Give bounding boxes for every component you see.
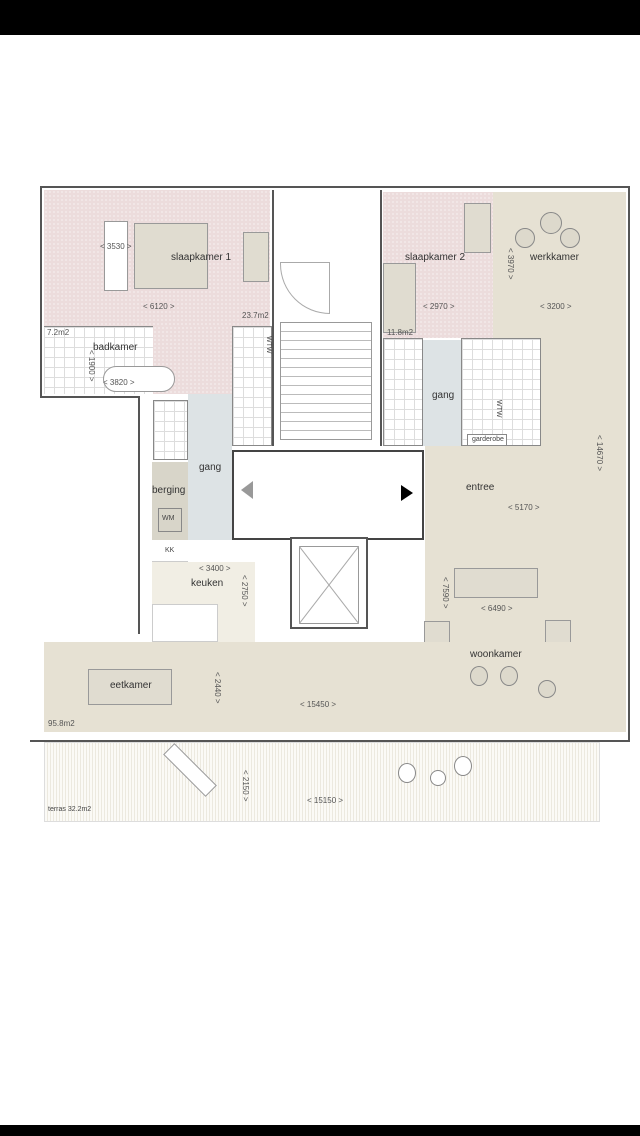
bathtub [103, 366, 175, 392]
label-berging: berging [152, 485, 186, 496]
label-terras: terras 32.2m2 [48, 806, 92, 813]
room-gang-left [188, 394, 232, 540]
dim-woonkamer-width: < 6490 > [481, 604, 513, 613]
bottom-bar [0, 1125, 640, 1136]
area-slaapkamer-2: 11.8m2 [387, 328, 414, 337]
label-gang-right: gang [432, 390, 455, 401]
room-gang-right [423, 340, 461, 446]
kitchen-counter [152, 604, 218, 642]
chair [454, 756, 472, 776]
label-woonkamer: woonkamer [470, 649, 522, 660]
sofa [104, 221, 128, 291]
label-entree: entree [466, 482, 495, 493]
side-table [430, 770, 446, 786]
dim-keuken-width: < 3400 > [199, 564, 231, 573]
dim-badkamer-depth: < 1900 > [87, 350, 96, 382]
label-slaapkamer-2: slaapkamer 2 [405, 252, 466, 263]
outer-wall-top [40, 186, 630, 188]
bathroom-right [461, 338, 541, 446]
garderobe [467, 434, 507, 446]
room-kk [152, 540, 188, 562]
chair [470, 666, 488, 686]
landing [232, 450, 424, 540]
dim-eetkamer-depth: < 2440 > [213, 672, 222, 704]
desk-2 [464, 203, 491, 253]
dim-woonkamer-depth: < 7590 > [441, 577, 450, 609]
side-table [538, 680, 556, 698]
room-terras [44, 742, 600, 822]
room-slaapkamer-1-ext [153, 326, 232, 394]
table-werkkamer [540, 212, 562, 234]
wtw-right: WTW [495, 400, 502, 418]
room-entree-woonkamer [425, 446, 626, 646]
lift-cross-icon [299, 546, 359, 624]
triangle-up-icon [241, 481, 253, 499]
dim-slaapkamer-1-depth: < 3530 > [100, 242, 132, 251]
sofa-woonkamer [454, 568, 538, 598]
dim-badkamer-width: < 3820 > [103, 378, 135, 387]
label-werkkamer: werkkamer [530, 252, 579, 263]
dim-keuken-depth: < 2750 > [240, 575, 249, 607]
label-garderobe: garderobe [472, 436, 504, 443]
label-keuken: keuken [191, 578, 224, 589]
dim-living-width: < 15450 > [300, 700, 337, 709]
outer-wall-right [628, 186, 630, 741]
toilet-right [383, 338, 423, 446]
wall-step-v [138, 396, 140, 634]
facade-line [30, 740, 630, 742]
top-bar [0, 0, 640, 35]
label-badkamer: badkamer [93, 342, 138, 353]
label-eetkamer: eetkamer [110, 680, 152, 691]
staircase [280, 322, 372, 440]
dim-werkkamer-width: < 3200 > [540, 302, 572, 311]
toilet-left [153, 400, 188, 460]
label-slaapkamer-1: slaapkamer 1 [171, 252, 232, 263]
room-badkamer [44, 326, 153, 394]
bed [134, 223, 208, 289]
label-wm: WM [162, 515, 175, 522]
dim-slaapkamer-1-width: < 6120 > [143, 302, 175, 311]
area-slaapkamer-1: 23.7m2 [242, 311, 269, 320]
dim-terras-depth: < 2150 > [241, 770, 250, 802]
wall-step [40, 396, 140, 398]
washing-machine [158, 508, 182, 532]
chair [560, 228, 580, 248]
dim-entree-width: < 5170 > [508, 503, 540, 512]
triangle-entry-icon [401, 485, 413, 501]
label-gang-left: gang [199, 462, 222, 473]
chair [398, 763, 416, 783]
bed-2 [383, 263, 416, 333]
area-badkamer: 7.2m2 [47, 328, 70, 337]
dining-table [88, 669, 172, 705]
dim-terras-width: < 15150 > [307, 796, 344, 805]
lift-shaft [290, 537, 368, 629]
toilet-shower-left [232, 326, 272, 446]
dim-werkkamer-depth: < 3970 > [506, 248, 515, 280]
wtw-left: WTW [265, 336, 272, 354]
chair [515, 228, 535, 248]
outer-wall-left [40, 186, 42, 398]
dim-slaapkamer-2-width: < 2970 > [423, 302, 455, 311]
desk [243, 232, 269, 282]
chair [500, 666, 518, 686]
area-living: 95.8m2 [48, 719, 75, 728]
dim-entree-depth: < 14670 > [595, 435, 604, 472]
label-kk: KK [165, 547, 175, 554]
